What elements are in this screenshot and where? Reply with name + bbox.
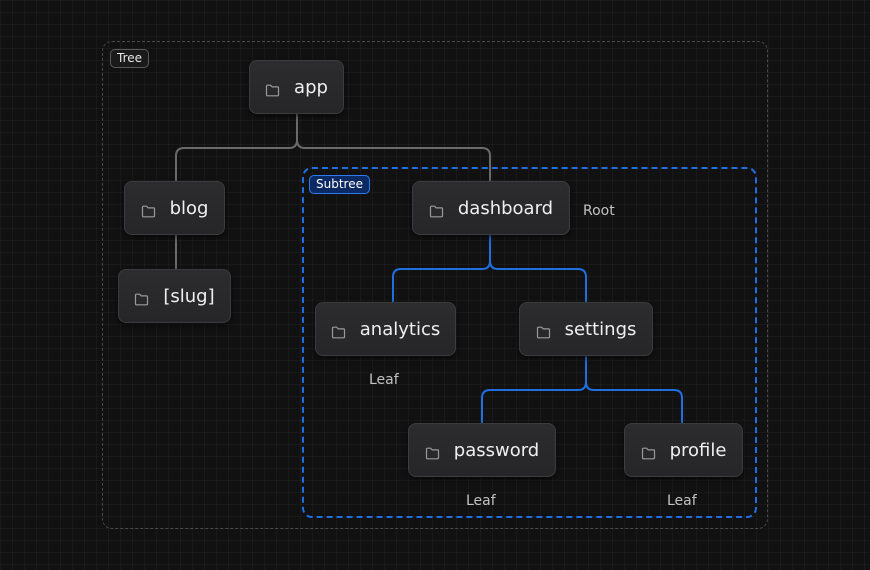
edge-settings-profile (585, 381, 683, 424)
folder-icon (265, 81, 280, 96)
node-profile[interactable]: profile (624, 423, 743, 477)
folder-icon (331, 323, 346, 338)
node-label: dashboard (457, 197, 554, 219)
node-label: analytics (359, 318, 441, 340)
tree-region-label: Tree (110, 49, 150, 68)
node-label: settings (564, 318, 637, 340)
analytics-leaf-annotation: Leaf (369, 372, 399, 388)
subtree-region-label: Subtree (309, 175, 370, 194)
node-dashboard[interactable]: dashboard (412, 181, 570, 235)
subtree-region (302, 167, 757, 518)
node-app[interactable]: app (249, 60, 344, 114)
node-slug[interactable]: [slug] (118, 269, 231, 323)
node-blog[interactable]: blog (124, 181, 225, 235)
node-label: profile (669, 439, 727, 461)
password-leaf-annotation: Leaf (466, 493, 496, 509)
folder-icon (641, 444, 656, 459)
node-label: blog (169, 197, 209, 219)
folder-icon (536, 323, 551, 338)
tree-region (102, 41, 768, 529)
node-password[interactable]: password (408, 423, 556, 477)
node-label: app (294, 76, 328, 98)
root-annotation: Root (583, 203, 615, 219)
node-label: password (453, 439, 540, 461)
profile-leaf-annotation: Leaf (667, 493, 697, 509)
edge-dashboard-settings (489, 260, 587, 303)
folder-icon (425, 444, 440, 459)
folder-icon (141, 202, 156, 217)
edge-app-dashboard (296, 139, 491, 182)
folder-icon (429, 202, 444, 217)
node-settings[interactable]: settings (519, 302, 653, 356)
node-analytics[interactable]: analytics (315, 302, 456, 356)
folder-icon (134, 290, 149, 305)
node-label: [slug] (163, 285, 215, 307)
